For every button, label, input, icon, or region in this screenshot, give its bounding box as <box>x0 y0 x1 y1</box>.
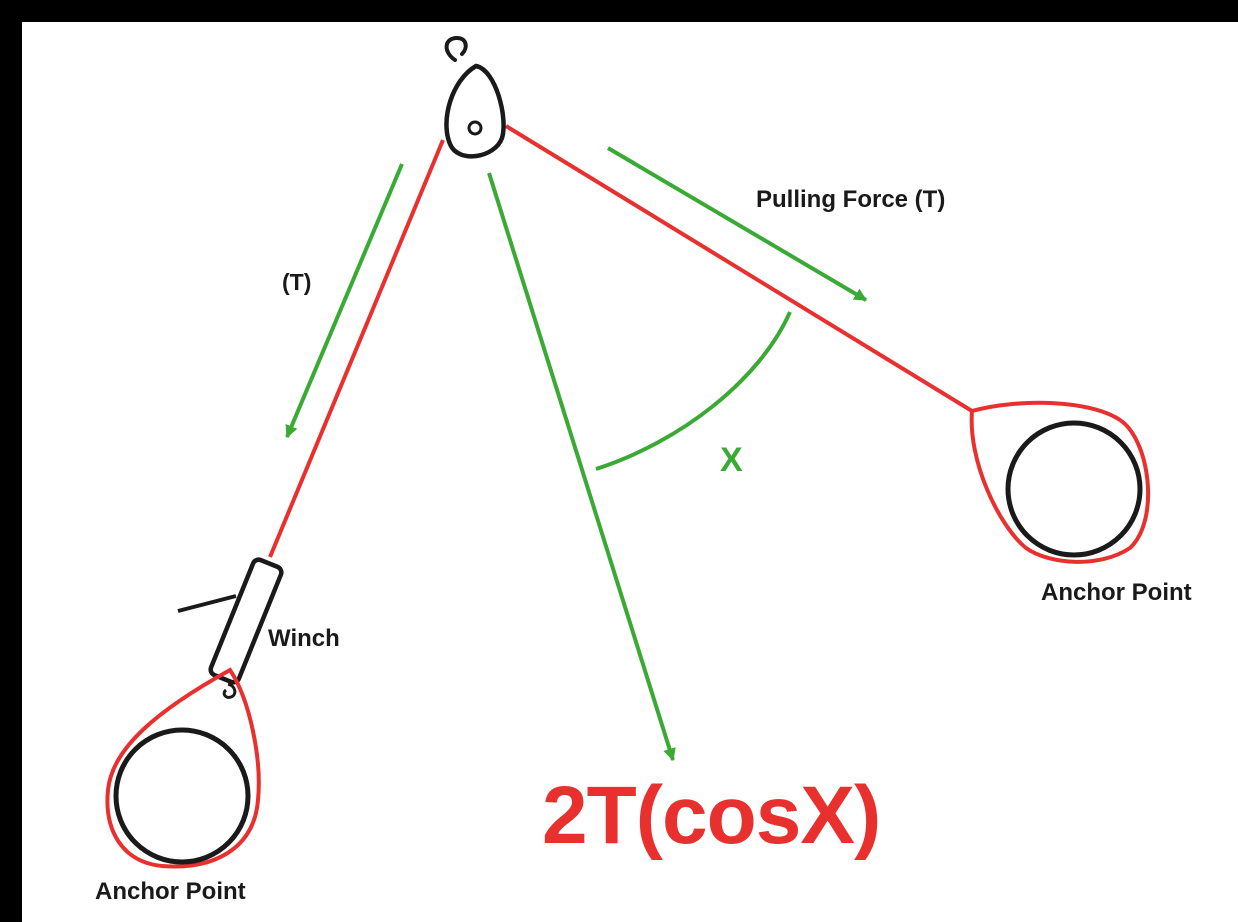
anchor-tree-icon <box>105 667 261 869</box>
winch-label: Winch <box>268 625 340 652</box>
angle-label: X <box>720 441 743 479</box>
rope-right-segment <box>504 124 974 413</box>
pulling-force-label: Pulling Force (T) <box>756 186 946 213</box>
anchor-tree-icon <box>969 400 1151 564</box>
pulling-force-arrow <box>606 146 868 302</box>
anchor-label-right: Anchor Point <box>1041 579 1192 606</box>
angle-arc <box>595 311 792 471</box>
resultant-formula: 2T(cosX) <box>542 770 881 861</box>
resultant-arrow <box>487 172 676 762</box>
diagram-panel <box>22 22 1238 922</box>
tension-label: (T) <box>282 269 312 295</box>
tension-arrow-left <box>285 163 404 439</box>
rope-left-segment <box>268 139 445 558</box>
anchor-label-left: Anchor Point <box>95 878 246 905</box>
pulley-icon <box>444 35 506 159</box>
winch-icon <box>177 557 284 699</box>
